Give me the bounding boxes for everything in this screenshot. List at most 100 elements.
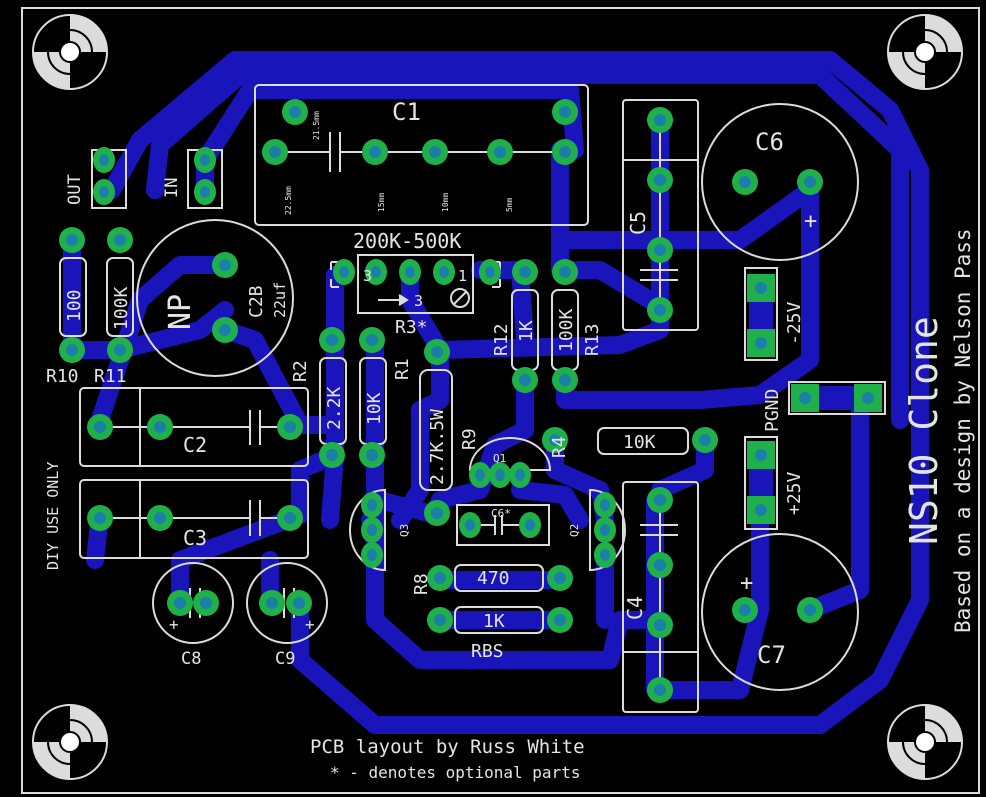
- pad-drill: [114, 344, 126, 356]
- pad-drill: [525, 519, 535, 531]
- pad-drill: [405, 266, 415, 278]
- board-title: NS10 Clone: [902, 316, 946, 545]
- pad-drill: [804, 176, 816, 188]
- pad-drill: [326, 449, 338, 461]
- rbs-value: 1K: [483, 611, 505, 632]
- pad-drill: [799, 392, 811, 404]
- board-outline: [21, 7, 980, 794]
- header-body: [749, 467, 773, 499]
- pad-drill: [114, 234, 126, 246]
- pad-drill: [739, 604, 751, 616]
- r1-value: 10K: [364, 392, 385, 425]
- r12-label: R12: [491, 323, 512, 356]
- c1-label: C1: [392, 98, 421, 126]
- pad-drill: [429, 146, 441, 158]
- c8-outline: [152, 562, 234, 644]
- c7-outline: [701, 533, 859, 691]
- pad-drill: [367, 524, 377, 536]
- pad-drill: [485, 266, 495, 278]
- pad-drill: [559, 146, 571, 158]
- r13-value: 100K: [556, 308, 577, 352]
- c4-label: C4: [623, 596, 647, 620]
- pad-drill: [339, 266, 349, 278]
- pad-drill: [654, 114, 666, 126]
- r3-outline: [357, 254, 474, 314]
- credit-label: PCB layout by Russ White: [310, 736, 585, 758]
- pad-drill: [154, 421, 166, 433]
- c7-label: C7: [757, 641, 786, 669]
- in-label: IN: [162, 178, 182, 198]
- c9-label: C9: [275, 649, 295, 669]
- pad-drill: [284, 421, 296, 433]
- r11-label: R11: [94, 366, 127, 387]
- pad-drill: [600, 524, 610, 536]
- pad-drill: [559, 374, 571, 386]
- r1-label: R1: [392, 358, 413, 380]
- r8-value: 470: [477, 568, 510, 589]
- pad-drill: [654, 559, 666, 571]
- r3-label: R3*: [395, 317, 428, 338]
- c6-plus: +: [804, 209, 817, 234]
- pgnd-label: PGND: [762, 389, 783, 432]
- pad-drill: [600, 499, 610, 511]
- r9-value: 2.7K.5W: [427, 409, 448, 485]
- pad-drill: [371, 266, 381, 278]
- pad-drill: [154, 512, 166, 524]
- pad-drill: [699, 434, 711, 446]
- mounting-holes: [32, 14, 963, 780]
- pot-arrow3-label: 3: [414, 292, 423, 310]
- pad-drill: [475, 469, 485, 481]
- c5-label: C5: [626, 211, 650, 235]
- r4-label: R4: [549, 436, 570, 458]
- pad-drill: [519, 374, 531, 386]
- c6-label: C6: [755, 128, 784, 156]
- r2-label: R2: [290, 360, 311, 382]
- pad-drill: [654, 244, 666, 256]
- pad-drill: [269, 146, 281, 158]
- c1-mark-15: 15mm: [377, 193, 386, 212]
- silkscreen-text: C1 22.5mm 21.5mm 15mm 10mm 5mm OUT IN 20…: [44, 98, 975, 782]
- pad-drill: [519, 266, 531, 278]
- r10-label: R10: [46, 366, 79, 387]
- mounting-hole-bottom-right: [887, 704, 963, 780]
- r10-value: 100: [64, 289, 85, 322]
- mounting-hole-top-left: [32, 14, 108, 90]
- pad-drill: [326, 334, 338, 346]
- pad-drill: [431, 346, 443, 358]
- pad-drill: [755, 282, 767, 294]
- pad-drill: [559, 106, 571, 118]
- pad-drill: [94, 421, 106, 433]
- mounting-hole-bottom-left: [32, 704, 108, 780]
- c1-mark-10: 10mm: [441, 193, 450, 212]
- pad-drill: [434, 614, 446, 626]
- pad-drill: [755, 449, 767, 461]
- c1-outline: [254, 84, 589, 226]
- pad-drill: [174, 597, 186, 609]
- np-label: NP: [163, 294, 198, 330]
- pad-drill: [99, 154, 109, 166]
- mounting-hole-top-right: [887, 14, 963, 90]
- pad-drill: [200, 597, 212, 609]
- pad-drill: [654, 619, 666, 631]
- pad-drill: [554, 614, 566, 626]
- c6star-label: C6*: [491, 507, 511, 520]
- pad-drill: [293, 597, 305, 609]
- header-body: [749, 300, 773, 332]
- c7-plus: +: [740, 571, 753, 596]
- pad-drill: [66, 234, 78, 246]
- r11-value: 100K: [111, 286, 132, 330]
- pad-drill: [755, 504, 767, 516]
- pad-drill: [439, 266, 449, 278]
- q2-label: Q2: [568, 524, 581, 537]
- pad-drill: [284, 512, 296, 524]
- pad-drill: [755, 337, 767, 349]
- pad-drill: [654, 304, 666, 316]
- pad-drill: [289, 106, 301, 118]
- pad-drill: [367, 549, 377, 561]
- c2-outline: [79, 387, 309, 467]
- pad-drill: [739, 176, 751, 188]
- pad-drill: [804, 604, 816, 616]
- pad-drill: [99, 186, 109, 198]
- pad-drill: [549, 434, 561, 446]
